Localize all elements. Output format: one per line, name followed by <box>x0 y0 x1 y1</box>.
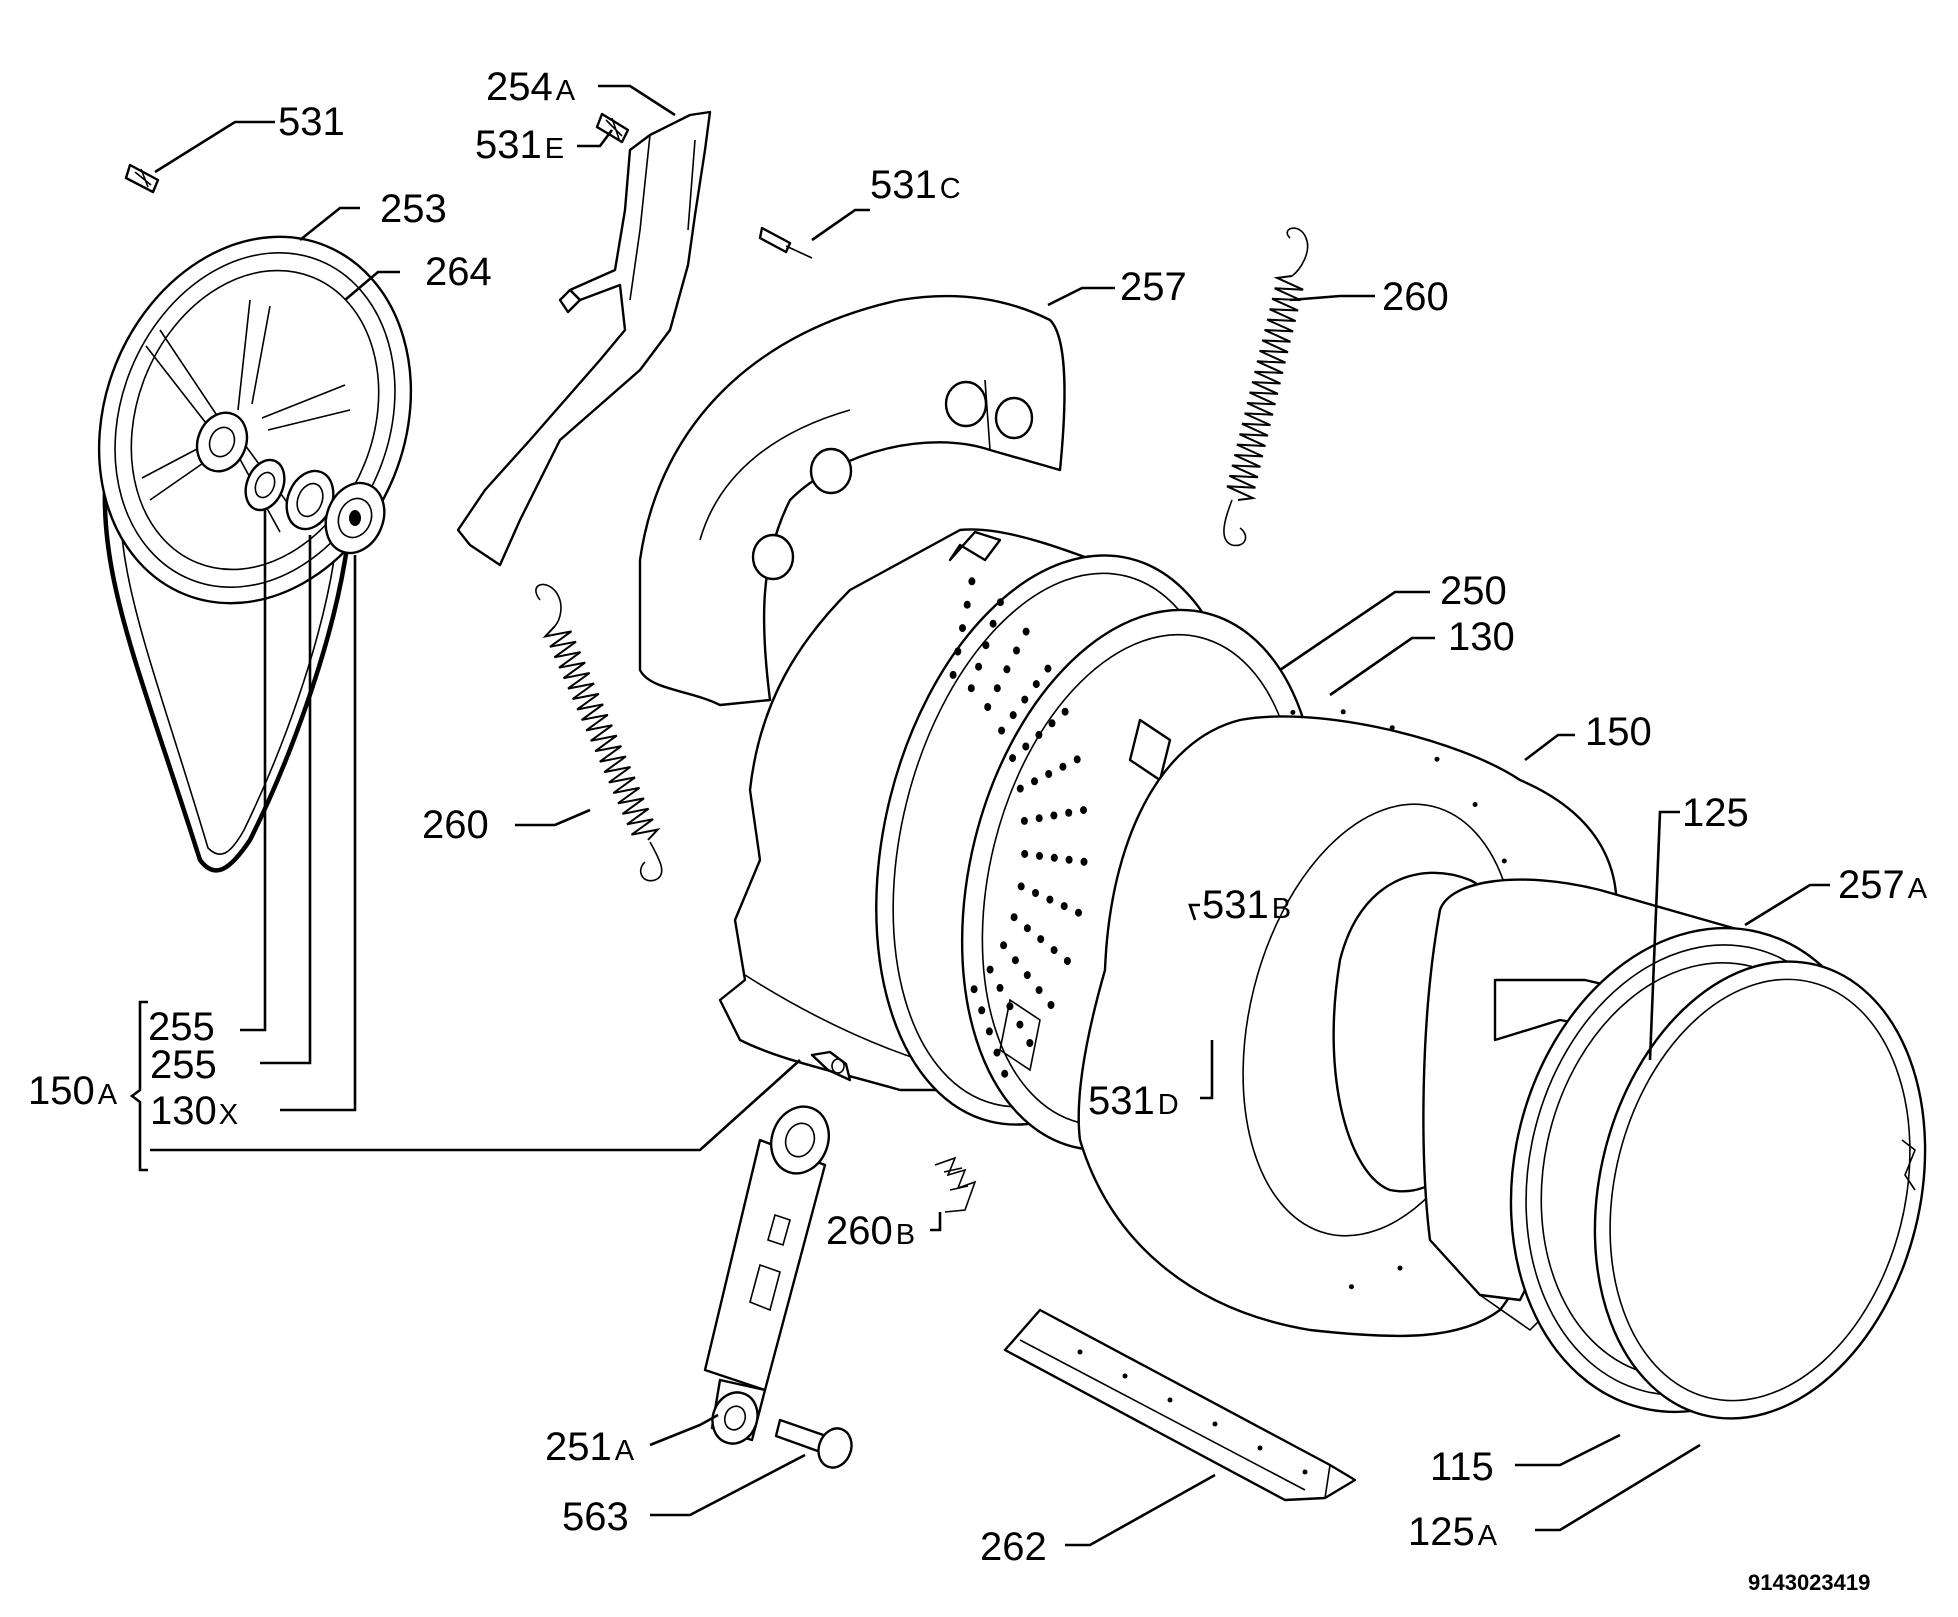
screw-531e <box>595 112 630 144</box>
callout-563: 563 <box>562 1495 629 1539</box>
callout-125: 125 <box>1682 791 1749 835</box>
callout-253: 253 <box>380 187 447 231</box>
drum-perforations <box>949 577 1088 1078</box>
clamp-ring-125a <box>1593 960 1927 1420</box>
callout-255-2: 255 <box>150 1043 217 1087</box>
leader-lines <box>150 84 1830 1547</box>
screw-531c <box>758 226 813 259</box>
callout-264: 264 <box>425 250 492 294</box>
screw-531 <box>124 163 160 194</box>
callout-531: 531 <box>278 100 345 144</box>
callout-257: 257 <box>1120 265 1187 309</box>
callout-130x: 130X <box>150 1089 238 1133</box>
callout-262: 262 <box>980 1525 1047 1569</box>
bearing-seals-255-130x <box>244 458 386 555</box>
callout-260-left: 260 <box>422 803 489 847</box>
callout-250: 250 <box>1440 569 1507 613</box>
trim-strip-262 <box>1003 1308 1357 1502</box>
strip-holes <box>1077 1349 1308 1475</box>
callout-130: 130 <box>1448 615 1515 659</box>
group-brace-150a <box>129 1000 148 1172</box>
callout-115: 115 <box>1430 1445 1494 1489</box>
clip-260b <box>934 1156 977 1213</box>
callout-150: 150 <box>1585 710 1652 754</box>
bolt-563 <box>774 1418 853 1469</box>
callout-255-1: 255 <box>148 1005 215 1049</box>
counterweight-257 <box>638 294 1066 707</box>
callout-260-top: 260 <box>1382 275 1449 319</box>
spring-260-right <box>1223 227 1309 547</box>
shock-absorber-251a <box>703 1105 830 1445</box>
pulley-253 <box>97 235 413 605</box>
drawing-number: 9143023419 <box>1748 1570 1870 1595</box>
bracket-254a <box>456 110 712 567</box>
spring-260-left <box>535 583 663 882</box>
